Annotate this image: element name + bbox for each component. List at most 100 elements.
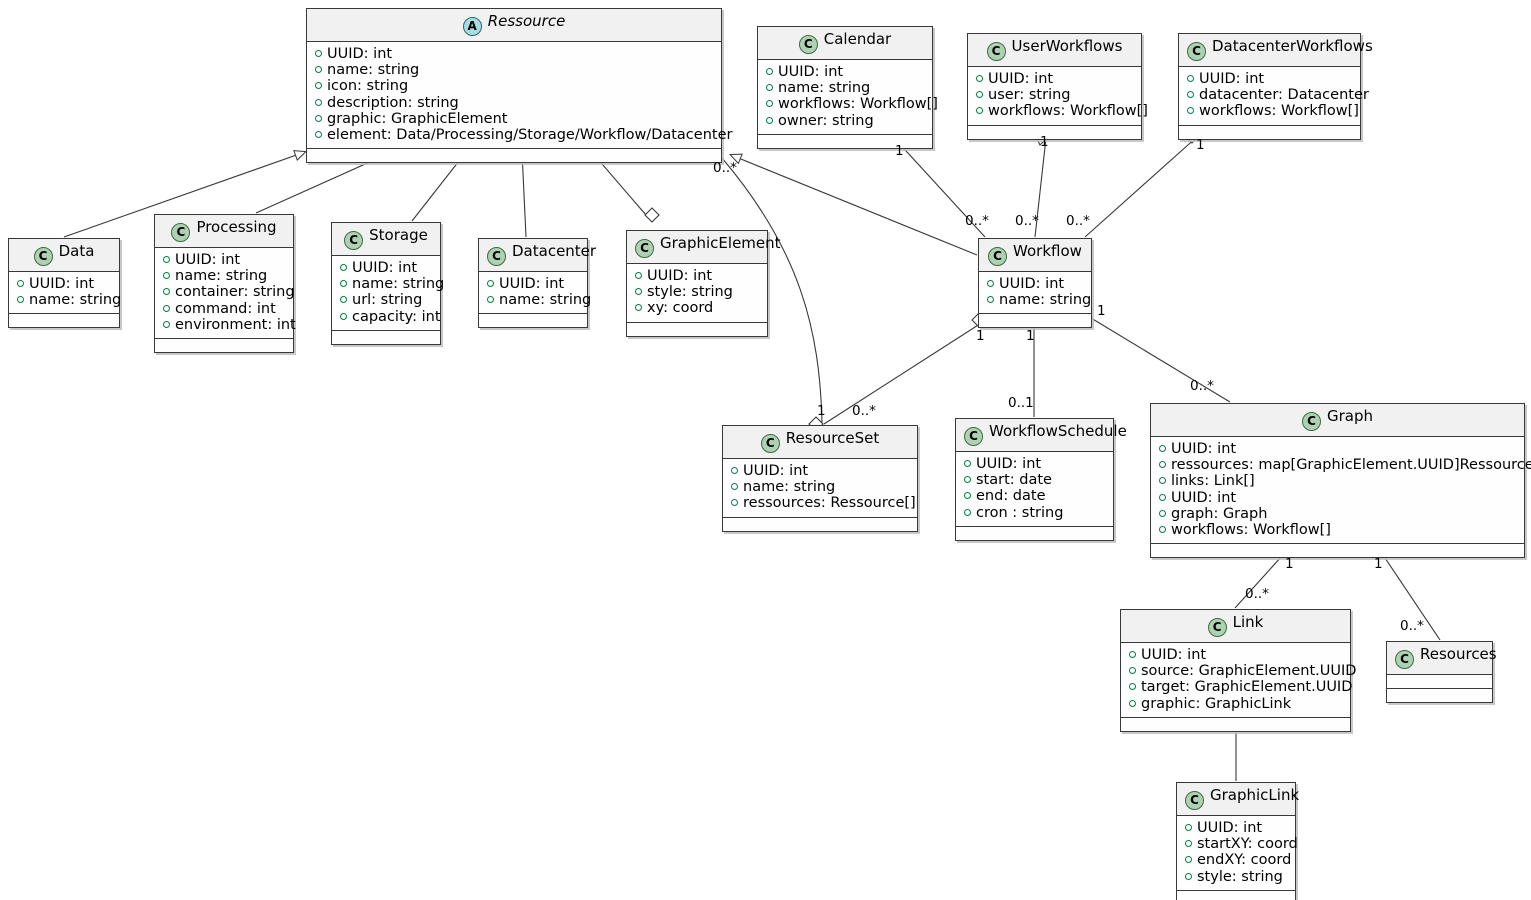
class-icon: C [1185, 791, 1204, 810]
attribute-row: UUID: int [1187, 71, 1354, 87]
visibility-public-icon [163, 256, 170, 263]
attribute-text: name: string [499, 292, 592, 309]
visibility-public-icon [163, 304, 170, 312]
visibility-public-icon [1185, 840, 1192, 848]
attribute-text: UUID: int [999, 276, 1065, 292]
attribute-text: name: string [352, 276, 445, 293]
class-name-userworkflows: UserWorkflows [1011, 37, 1123, 55]
visibility-public-icon [1129, 683, 1136, 691]
class-icon: C [760, 434, 780, 453]
attribute-row: graph: Graph [1159, 506, 1518, 522]
attribute-row: UUID: int [340, 260, 434, 276]
attribute-text: ressources: Ressource[] [743, 495, 916, 512]
attribute-text: graphic: GraphicElement [327, 110, 508, 127]
attribute-row: name: string [487, 292, 591, 308]
class-name-graphicelement: GraphicElement [660, 234, 781, 252]
attribute-text: workflows: Workflow[] [988, 103, 1148, 120]
visibility-public-icon [766, 100, 773, 108]
class-name-datacenter: Datacenter [512, 242, 597, 260]
visibility-public-icon [766, 68, 773, 75]
attribute-text: startXY: coord [1197, 836, 1298, 853]
attribute-row: workflows: Workflow[] [1159, 522, 1518, 538]
attribute-row: UUID: int [163, 252, 287, 268]
visibility-public-icon [487, 280, 494, 287]
class-methods-userworkflows [968, 125, 1141, 139]
attribute-row: container: string [163, 284, 295, 300]
class-attributes-resources [1387, 675, 1492, 689]
visibility-public-icon [340, 280, 347, 288]
visibility-public-icon [1159, 445, 1166, 452]
visibility-public-icon [987, 296, 994, 304]
attribute-text: name: string [999, 292, 1092, 309]
attribute-row: UUID: int [976, 71, 1135, 87]
visibility-public-icon [976, 91, 983, 99]
attribute-text: source: GraphicElement.UUID [1141, 663, 1357, 680]
class-icon: C [33, 247, 53, 266]
multiplicity-label: 0..* [713, 160, 737, 176]
attribute-text: end: date [976, 488, 1046, 505]
visibility-public-icon [1129, 699, 1136, 707]
attribute-text: xy: coord [647, 300, 714, 317]
visibility-public-icon [635, 272, 642, 279]
edge-datacenter-inherits-ressource [516, 149, 529, 238]
class-methods-datacenterworkflows [1179, 125, 1360, 139]
attribute-row: UUID: int [17, 276, 113, 292]
visibility-public-icon [1187, 75, 1194, 82]
attribute-text: owner: string [778, 112, 874, 129]
attribute-row: owner: string [766, 113, 926, 129]
attribute-text: name: string [175, 268, 268, 285]
attribute-text: UUID: int [1141, 647, 1207, 663]
attribute-text: UUID: int [1197, 820, 1263, 836]
multiplicity-label: 0..* [1066, 213, 1090, 229]
multiplicity-label: 1 [976, 328, 985, 344]
attribute-row: xy: coord [635, 300, 761, 316]
attribute-text: workflows: Workflow[] [778, 96, 938, 113]
class-icon: C [964, 427, 983, 446]
class-name-link: Link [1232, 613, 1264, 631]
multiplicity-label: 0..* [852, 403, 876, 419]
class-methods-resources [1387, 689, 1492, 702]
edge-workflow-resourceset [823, 319, 987, 425]
multiplicity-label: 0..* [1400, 618, 1424, 634]
class-name-datacenterworkflows: DatacenterWorkflows [1212, 37, 1373, 55]
attribute-text: name: string [327, 62, 420, 79]
attribute-row: command: int [163, 301, 287, 317]
class-methods-ressource [307, 149, 721, 163]
attribute-row: environment: int [163, 317, 296, 333]
attribute-text: workflows: Workflow[] [1171, 522, 1331, 539]
class-icon: C [487, 247, 506, 266]
attribute-text: icon: string [327, 78, 409, 95]
attribute-row: name: string [340, 276, 444, 292]
class-name-data: Data [58, 242, 95, 260]
attribute-text: command: int [175, 300, 276, 317]
attribute-text: name: string [778, 80, 871, 97]
attribute-row: style: string [1185, 869, 1289, 885]
class-methods-graphicelement [627, 322, 767, 336]
visibility-public-icon [964, 460, 971, 467]
attribute-text: UUID: int [327, 46, 393, 62]
attribute-row: ressources: map[GraphicElement.UUID]Ress… [1159, 457, 1531, 473]
